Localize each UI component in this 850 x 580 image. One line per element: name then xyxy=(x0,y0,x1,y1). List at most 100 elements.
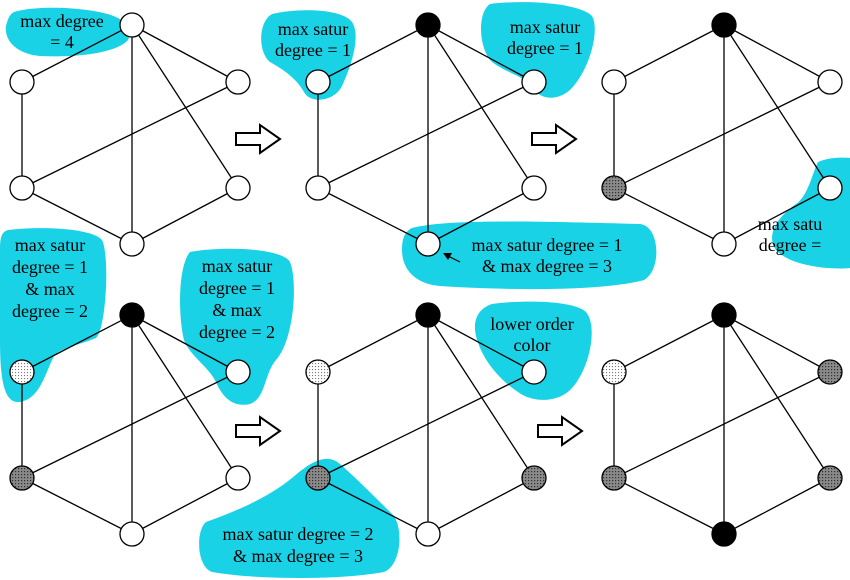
graph-node-uncolored xyxy=(119,231,145,257)
graph-node-black xyxy=(711,12,737,38)
graph-edge xyxy=(21,187,133,245)
graph-edge xyxy=(613,187,725,245)
highlight-blob xyxy=(402,221,657,290)
graph-edge xyxy=(723,477,831,535)
highlight-blob xyxy=(199,458,400,578)
graph-node-uncolored xyxy=(415,231,441,257)
graph-node-uncolored xyxy=(711,231,737,257)
graph-edge xyxy=(131,24,239,83)
graph-node-uncolored xyxy=(601,69,627,95)
highlight-blob xyxy=(481,2,595,98)
graph-edge xyxy=(21,314,133,373)
highlight-blob xyxy=(474,301,592,400)
graph-edge xyxy=(613,81,831,189)
graph-edge xyxy=(21,371,239,479)
annotation-line: max degree xyxy=(20,11,103,31)
annotation-line: color xyxy=(514,335,551,355)
graph-edge xyxy=(21,81,239,189)
step-arrow-icon xyxy=(235,415,282,447)
graph-edge xyxy=(723,24,831,189)
graph-edge xyxy=(427,314,535,373)
pointer-arrow-head xyxy=(443,253,452,260)
graph-edge xyxy=(131,314,239,373)
graph-node-light-gray xyxy=(601,359,627,385)
annotation-line: max satur degree = 1 xyxy=(471,235,622,255)
graph-edge xyxy=(427,187,535,245)
graph-edge xyxy=(131,187,239,245)
graph-edge xyxy=(723,314,831,373)
graph-node-uncolored xyxy=(521,359,547,385)
graph-edges xyxy=(21,24,831,535)
annotation-line: degree = xyxy=(759,235,822,255)
graph-node-black xyxy=(119,302,145,328)
graph-node-black xyxy=(415,302,441,328)
annotation-line: lower order xyxy=(490,314,573,334)
graph-edge xyxy=(613,371,831,479)
annotation-line: max satur degree = 2 xyxy=(222,524,373,544)
graph-node-uncolored xyxy=(305,175,331,201)
graph-node-uncolored xyxy=(817,69,843,95)
graph-edge xyxy=(21,24,133,83)
annotation-line: degree = 2 xyxy=(12,301,88,321)
graph-node-uncolored xyxy=(817,175,843,201)
graph-edge xyxy=(317,371,535,479)
graph-edge xyxy=(427,477,535,535)
graph-node-uncolored xyxy=(9,175,35,201)
step-arrow-icon xyxy=(235,123,282,155)
highlight-blob xyxy=(180,248,294,405)
graph-edge xyxy=(613,24,725,83)
graph-edge xyxy=(723,187,831,245)
annotation-line: max satur xyxy=(202,256,272,276)
graph-node-dark-gray xyxy=(601,175,627,201)
step-arrows xyxy=(235,123,584,447)
graph-edge xyxy=(21,477,133,535)
graph-node-uncolored xyxy=(521,175,547,201)
annotation-line: & max degree = 3 xyxy=(233,546,363,566)
graph-edge xyxy=(427,314,535,479)
graph-node-uncolored xyxy=(119,521,145,547)
graph-edge xyxy=(317,81,535,189)
graph-node-black xyxy=(415,12,441,38)
graph-node-light-gray xyxy=(305,359,331,385)
pointer-arrow-line xyxy=(447,255,461,263)
graph-node-uncolored xyxy=(225,175,251,201)
highlight-blob xyxy=(261,10,356,100)
annotation-line: & max xyxy=(25,279,75,299)
graph-node-uncolored xyxy=(225,69,251,95)
graph-edge xyxy=(613,314,725,373)
graph-edge xyxy=(131,314,239,479)
graph-node-black xyxy=(711,302,737,328)
graph-node-uncolored xyxy=(119,12,145,38)
annotation-line: degree = 1 xyxy=(275,40,351,60)
annotation-line: degree = 1 xyxy=(199,278,275,298)
graph-node-dark-gray xyxy=(9,465,35,491)
graph-node-uncolored xyxy=(9,69,35,95)
step-arrow-icon xyxy=(537,415,584,447)
annotation-line: max satur xyxy=(15,235,85,255)
graph-node-dark-gray xyxy=(521,465,547,491)
annotation-line: = 4 xyxy=(50,32,74,52)
graph-edge xyxy=(131,477,239,535)
graph-edge xyxy=(723,314,831,479)
graph-edge xyxy=(613,477,725,535)
annotation-line: max satur xyxy=(510,17,580,37)
graph-edge xyxy=(317,187,429,245)
graph-node-black xyxy=(711,521,737,547)
graph-node-dark-gray xyxy=(601,465,627,491)
graph-node-uncolored xyxy=(305,69,331,95)
graph-edge xyxy=(317,24,429,83)
graph-edge xyxy=(723,24,831,83)
graph-edge xyxy=(317,477,429,535)
graph-edge xyxy=(427,24,535,83)
annotation-line: & max degree = 3 xyxy=(482,256,612,276)
highlight-blob xyxy=(5,7,130,57)
annotation-line: degree = 1 xyxy=(12,257,88,277)
graph-nodes xyxy=(9,12,843,547)
graph-node-dark-gray xyxy=(817,465,843,491)
graph-node-uncolored xyxy=(225,359,251,385)
graph-node-uncolored xyxy=(415,521,441,547)
annotation-line: max satur xyxy=(278,19,348,39)
graph-node-uncolored xyxy=(521,69,547,95)
